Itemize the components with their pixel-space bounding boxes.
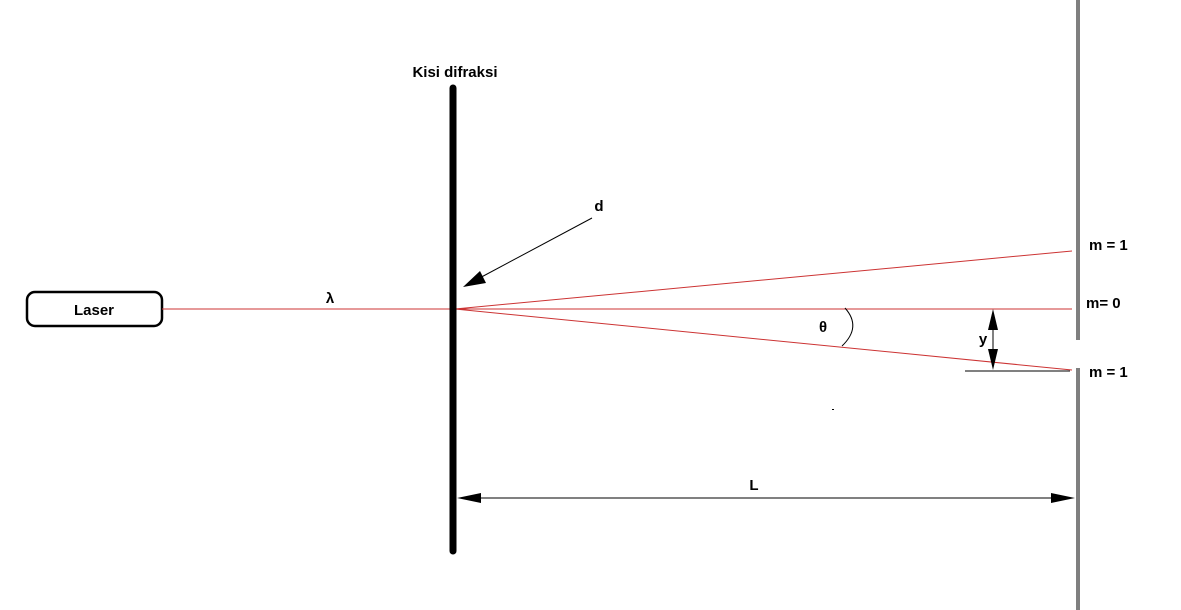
displacement-label: y xyxy=(979,331,988,348)
order-bottom-label: m = 1 xyxy=(1089,364,1128,381)
order-center-label: m= 0 xyxy=(1086,295,1121,312)
laser-label: Laser xyxy=(74,302,114,319)
angle-arc xyxy=(841,307,854,347)
grating-title: Kisi difraksi xyxy=(412,64,497,81)
angle-label: θ xyxy=(819,319,827,336)
beam-order-top xyxy=(454,250,1073,310)
beam-order-bottom xyxy=(454,308,1073,371)
distance-arrowhead-right xyxy=(1051,493,1075,503)
slit-spacing-arrowhead xyxy=(463,271,486,287)
distance-label: L xyxy=(749,477,758,494)
slit-spacing-arrow xyxy=(473,217,593,282)
order-top-label: m = 1 xyxy=(1089,237,1128,254)
displacement-arrowhead-top xyxy=(988,309,998,330)
displacement-arrowhead-bottom xyxy=(988,349,998,370)
slit-spacing-label: d xyxy=(594,198,603,215)
distance-arrowhead-left xyxy=(457,493,481,503)
dot-mark xyxy=(832,409,834,410)
wavelength-label: λ xyxy=(326,290,335,307)
